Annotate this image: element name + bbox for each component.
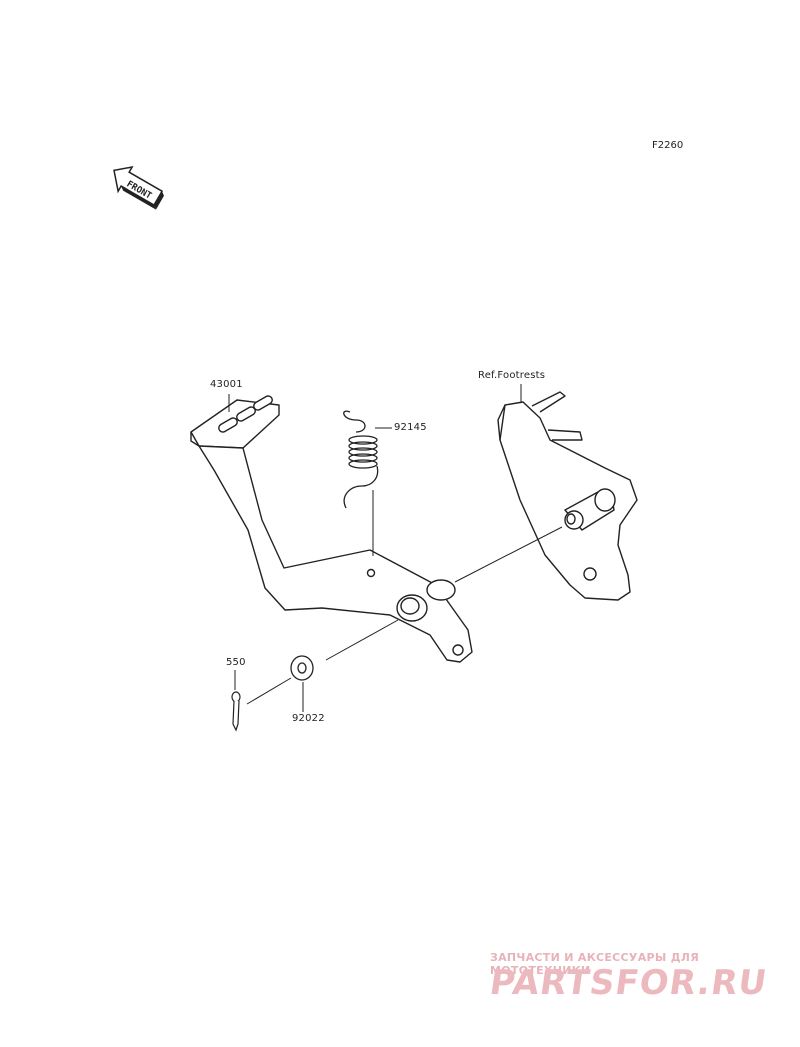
assembly-lines <box>228 384 563 712</box>
figure-code: F2260 <box>652 140 684 151</box>
part-label-92145[interactable]: 92145 <box>394 422 427 433</box>
washer-part <box>290 655 314 681</box>
brake-pedal-part <box>190 395 473 663</box>
watermark-brand: PARTSFOR.RU <box>487 963 770 1003</box>
part-label-92022[interactable]: 92022 <box>292 713 325 724</box>
part-label-43001[interactable]: 43001 <box>210 379 243 390</box>
cotter-pin-part <box>231 691 241 732</box>
front-arrow-icon: FRONT <box>113 165 164 210</box>
return-spring-part <box>343 410 379 556</box>
watermark-tagline: ЗАПЧАСТИ И АКСЕССУАРЫ ДЛЯ МОТОТЕХНИКИ <box>490 951 700 977</box>
footrest-bracket <box>497 391 638 601</box>
part-label-550[interactable]: 550 <box>226 657 246 668</box>
reference-label-footrests[interactable]: Ref.Footrests <box>478 370 546 381</box>
